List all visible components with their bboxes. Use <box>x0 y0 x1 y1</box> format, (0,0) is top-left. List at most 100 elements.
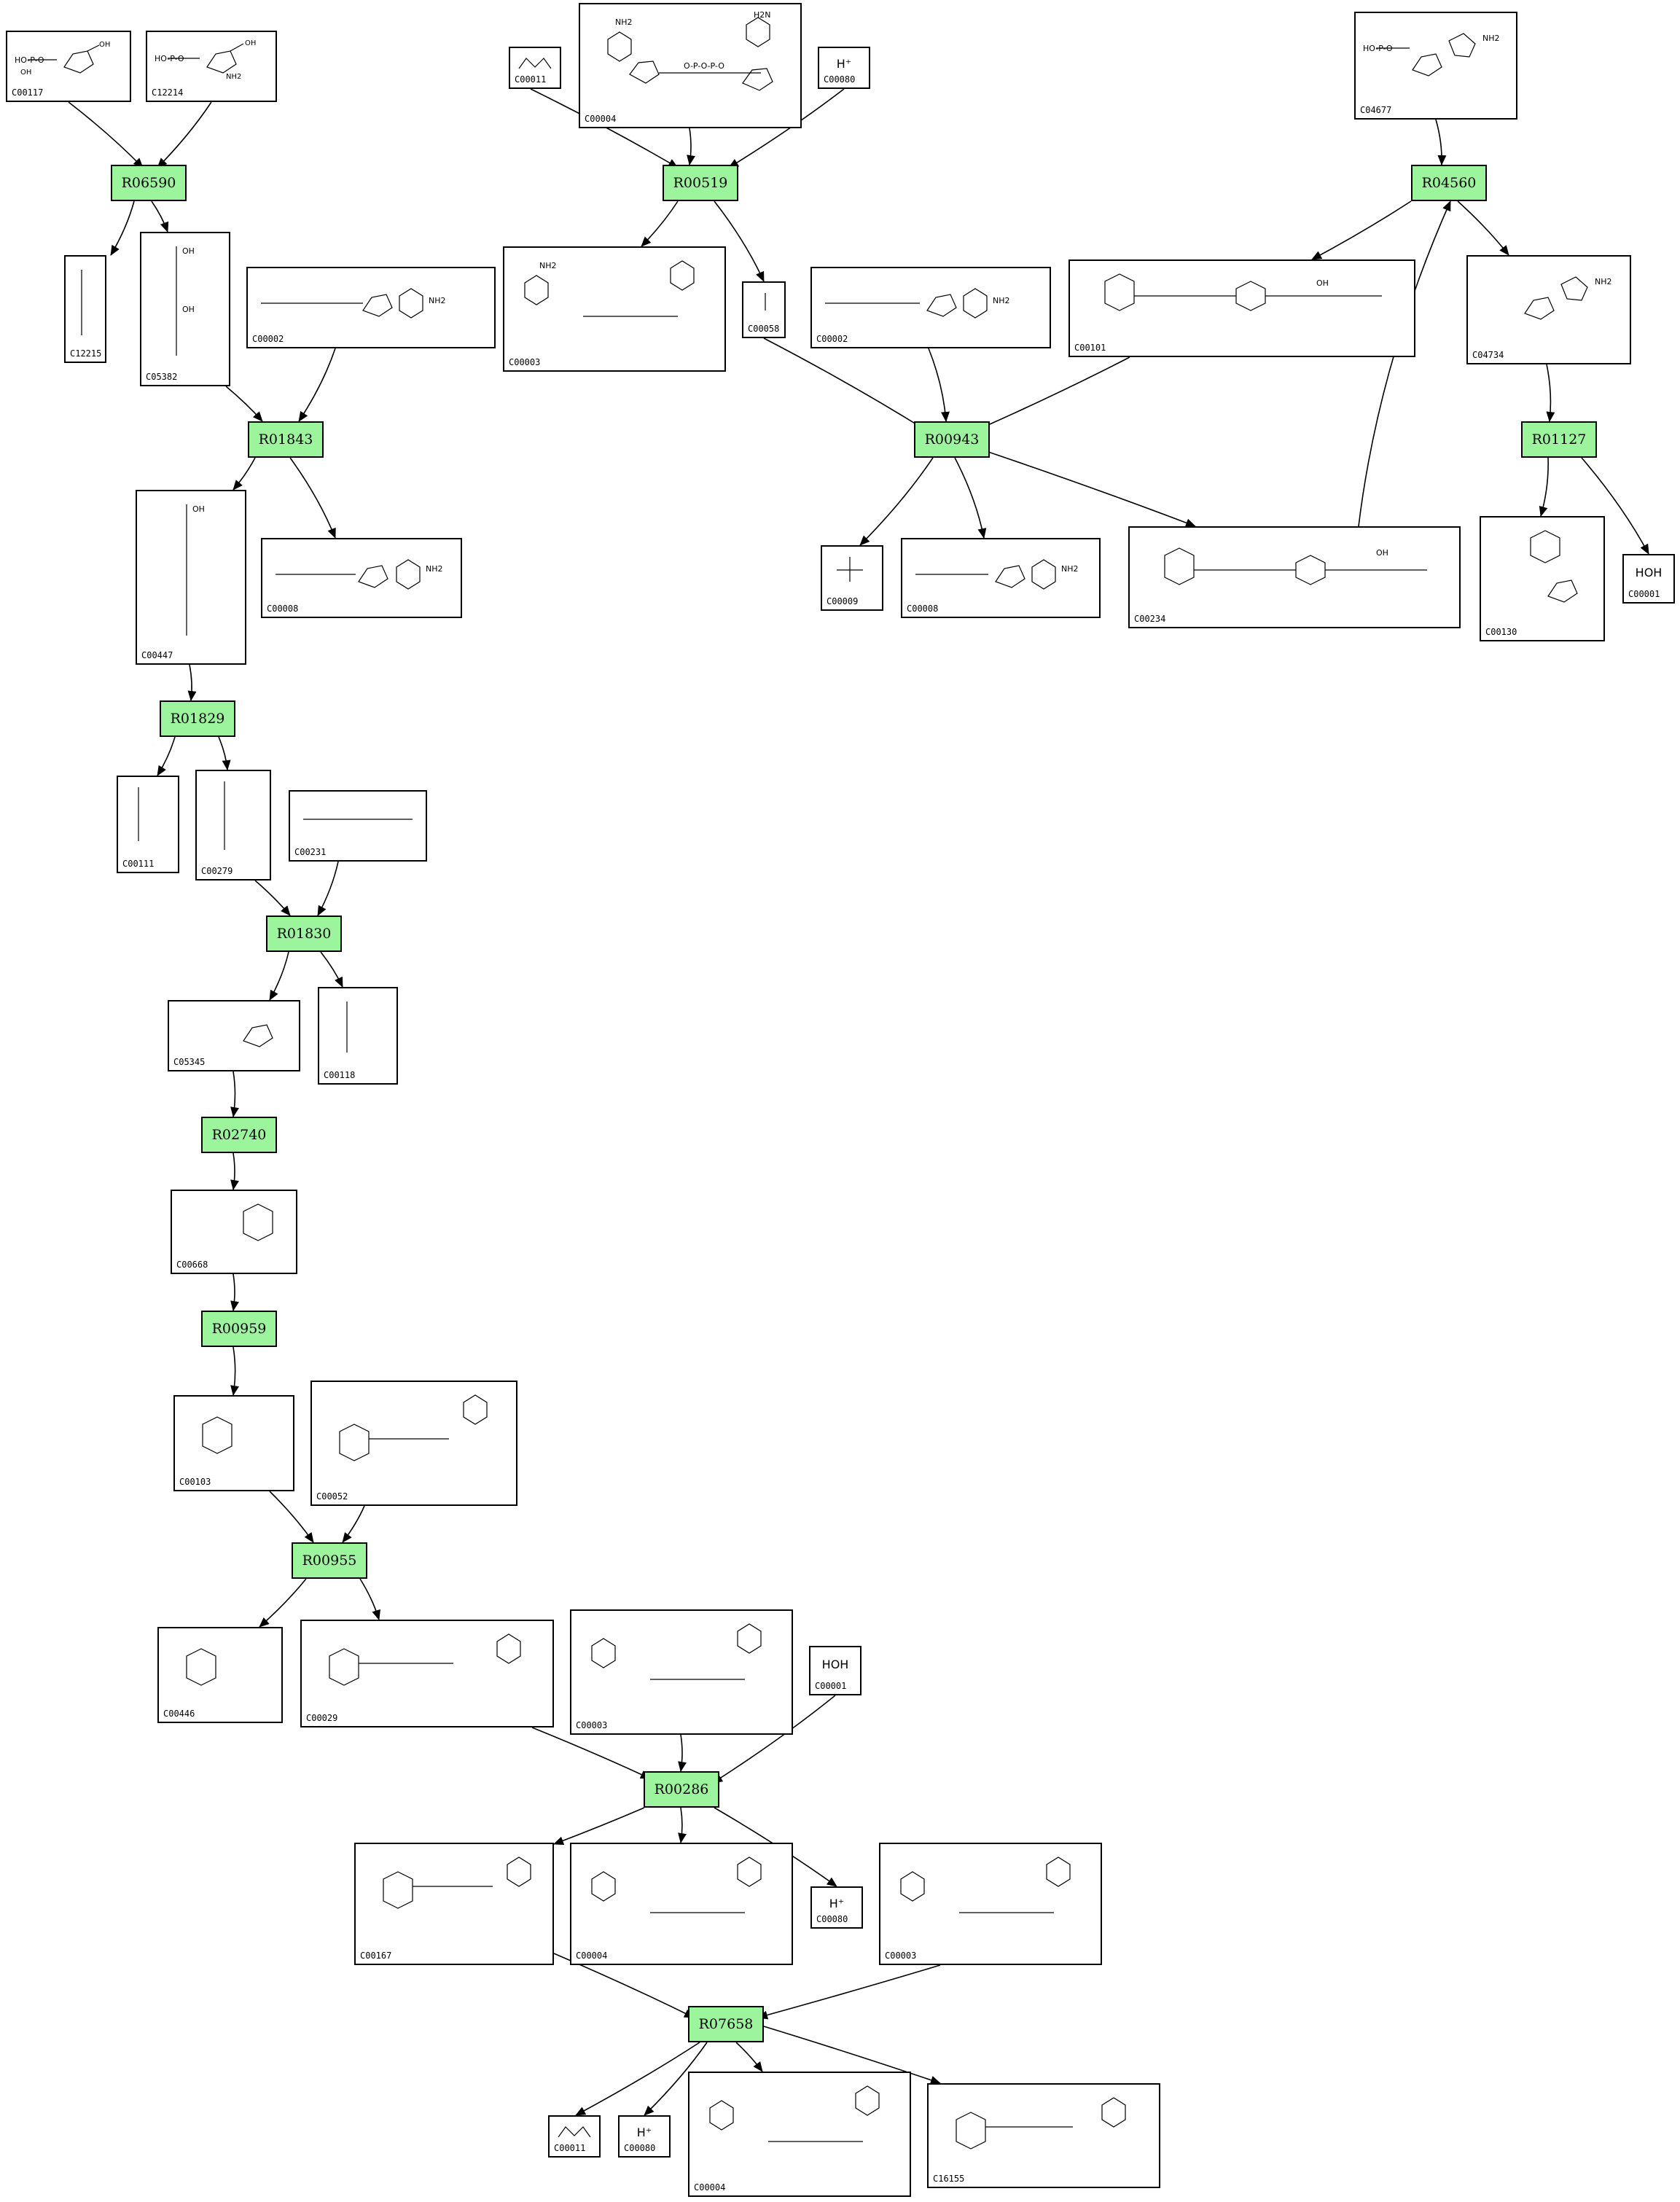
structure-icon <box>518 58 552 69</box>
compound-id: C12215 <box>70 348 102 359</box>
compound-box[interactable]: C00003 <box>879 1843 1102 1965</box>
compound-box[interactable]: H⁺ C00080 <box>818 47 870 89</box>
structure-icon: OH <box>186 504 205 636</box>
svg-text:OH: OH <box>1376 548 1388 558</box>
compound-box[interactable]: C00231 <box>289 790 427 862</box>
reaction-node[interactable]: R00955 <box>292 1542 367 1579</box>
reaction-node[interactable]: R00286 <box>644 1771 719 1808</box>
compound-id: C00279 <box>201 866 233 876</box>
structure-icon <box>81 270 82 335</box>
compound-box[interactable]: C00004 <box>570 1843 793 1965</box>
reaction-edge <box>68 101 144 168</box>
compound-box[interactable]: H⁺ C00080 <box>618 2115 671 2158</box>
svg-text:NH2: NH2 <box>539 261 557 270</box>
structure-icon: OH <box>1164 547 1427 585</box>
svg-text:OH: OH <box>182 305 195 314</box>
compound-box[interactable]: C00111 <box>117 776 179 873</box>
structure-icon <box>224 781 225 850</box>
compound-box[interactable]: C12215 <box>64 255 106 363</box>
compound-id: C00231 <box>294 847 327 857</box>
reaction-edge <box>1311 200 1412 260</box>
compound-box[interactable]: C00009 <box>821 545 883 611</box>
structure-icon <box>1530 530 1578 603</box>
reaction-node[interactable]: R01830 <box>266 915 342 952</box>
compound-box[interactable]: H⁺ C00080 <box>810 1886 863 1929</box>
reaction-node[interactable]: R00959 <box>201 1311 277 1347</box>
compound-box[interactable]: OH C00234 <box>1128 526 1461 628</box>
reaction-node[interactable]: R01127 <box>1521 421 1597 458</box>
structure-icon <box>303 819 413 820</box>
svg-text:HO-P-O: HO-P-O <box>1363 44 1393 53</box>
compound-box[interactable]: C16155 <box>927 2083 1160 2188</box>
structure-icon: NH2 <box>524 260 695 317</box>
reaction-node[interactable]: R01843 <box>248 421 324 458</box>
svg-text:OH: OH <box>99 41 110 49</box>
compound-box[interactable]: C00167 <box>354 1843 554 1965</box>
compound-box[interactable]: C00130 <box>1480 516 1605 641</box>
svg-text:NH2: NH2 <box>1482 34 1500 43</box>
compound-box[interactable]: H⁢O⁢H C00001 <box>809 1646 862 1695</box>
compound-box[interactable]: C00004 <box>688 2072 911 2197</box>
reaction-node[interactable]: R07658 <box>688 2006 764 2042</box>
structure-icon <box>329 1633 521 1686</box>
compound-box[interactable]: OH C00101 <box>1068 259 1415 357</box>
reaction-edge <box>269 1491 314 1543</box>
reaction-node[interactable]: R00519 <box>663 165 738 201</box>
compound-id: C00130 <box>1485 627 1517 637</box>
compound-box[interactable]: C00058 <box>742 281 786 338</box>
structure-icon <box>558 2126 591 2138</box>
compound-box[interactable]: C05345 <box>168 1000 300 1071</box>
reaction-edge <box>641 200 679 247</box>
structure-icon <box>709 2085 880 2142</box>
compound-id: C05382 <box>146 372 178 382</box>
compound-id: C04677 <box>1360 105 1392 115</box>
svg-text:NH2: NH2 <box>615 17 633 27</box>
compound-box[interactable]: NH2 C00003 <box>503 246 726 372</box>
reaction-edge <box>678 1807 687 1843</box>
compound-box[interactable]: H⁢O⁢H C00001 <box>1622 554 1675 604</box>
compound-box[interactable]: C00118 <box>318 987 398 1085</box>
compound-box[interactable]: NH2 C00002 <box>246 267 496 348</box>
reaction-edge <box>269 951 289 1001</box>
compound-box[interactable]: OH C00447 <box>136 490 246 665</box>
reaction-edge <box>954 457 987 539</box>
compound-id: C00003 <box>885 1951 917 1961</box>
compound-id: C00001 <box>815 1681 847 1691</box>
compound-box[interactable]: NH2 C04734 <box>1466 255 1631 364</box>
compound-box[interactable]: C00003 <box>570 1609 793 1735</box>
compound-box[interactable]: C00029 <box>300 1620 554 1727</box>
reaction-node[interactable]: R06590 <box>111 165 187 201</box>
compound-box[interactable]: C00052 <box>310 1381 517 1506</box>
reaction-edge <box>233 457 256 491</box>
compound-box[interactable]: HO-P-O NH2 C04677 <box>1354 12 1517 120</box>
reaction-node[interactable]: R04560 <box>1411 165 1487 201</box>
structure-icon <box>346 1002 348 1053</box>
compound-box[interactable]: C00103 <box>173 1395 294 1491</box>
compound-box[interactable]: NH2 C00008 <box>261 538 462 618</box>
reaction-node[interactable]: R02740 <box>201 1117 277 1153</box>
compound-id: C00004 <box>585 114 617 124</box>
reaction-edge <box>230 1152 239 1190</box>
compound-box[interactable]: C00279 <box>195 770 271 881</box>
structure-icon: NH2 <box>1524 276 1612 320</box>
compound-id: C00080 <box>624 2143 656 2153</box>
compound-box[interactable]: C00011 <box>548 2115 601 2158</box>
reaction-edge <box>230 1071 239 1117</box>
reaction-node[interactable]: R01829 <box>160 700 235 737</box>
compound-box[interactable]: NH2 C00002 <box>810 267 1051 348</box>
compound-box[interactable]: C00668 <box>171 1190 297 1274</box>
compound-box[interactable]: C00446 <box>157 1627 283 1723</box>
svg-text:NH2: NH2 <box>429 296 446 305</box>
compound-id: C16155 <box>933 2174 965 2184</box>
compound-box[interactable]: C00011 <box>509 47 561 89</box>
compound-box[interactable]: NH2 C00008 <box>901 538 1101 618</box>
reaction-node[interactable]: R00943 <box>914 421 990 458</box>
reaction-edge <box>976 356 1130 431</box>
